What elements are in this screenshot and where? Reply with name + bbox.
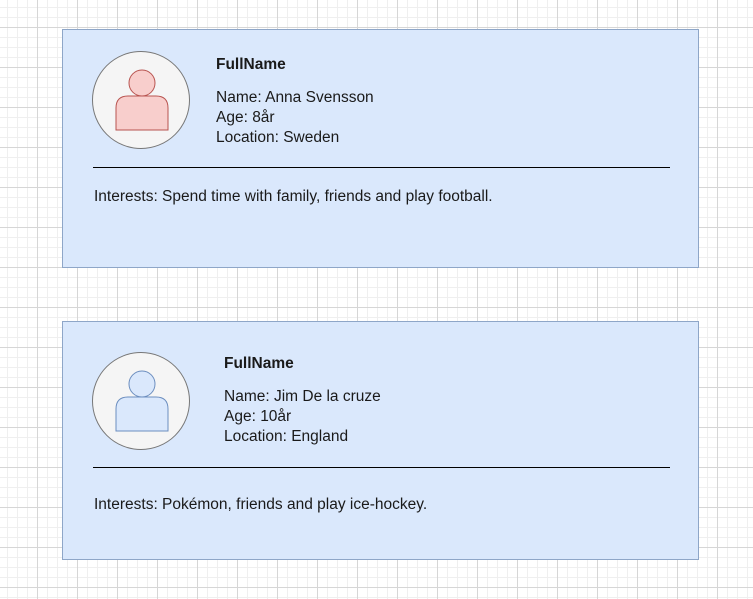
profile-card-anna[interactable]: FullName Name: Anna Svensson Age: 8år Lo…: [62, 29, 699, 268]
user-icon: [115, 69, 169, 131]
interests-text: Interests: Spend time with family, frien…: [94, 188, 493, 205]
fullname-heading: FullName: [224, 355, 294, 372]
avatar: [92, 352, 190, 450]
age-field: Age: 8år: [216, 109, 275, 126]
age-field: Age: 10år: [224, 408, 292, 425]
name-field: Name: Jim De la cruze: [224, 388, 381, 405]
profile-card-jim[interactable]: FullName Name: Jim De la cruze Age: 10år…: [62, 321, 699, 560]
location-field: Location: Sweden: [216, 129, 340, 146]
fullname-heading: FullName: [216, 56, 286, 73]
name-field: Name: Anna Svensson: [216, 89, 374, 106]
interests-text: Interests: Pokémon, friends and play ice…: [94, 496, 428, 513]
divider: [93, 167, 670, 168]
user-icon: [115, 370, 169, 432]
location-field: Location: England: [224, 428, 349, 445]
profile-info: FullName Name: Jim De la cruze Age: 10år…: [224, 354, 381, 472]
divider: [93, 467, 670, 468]
profile-info: FullName Name: Anna Svensson Age: 8år Lo…: [216, 55, 374, 148]
avatar: [92, 51, 190, 149]
